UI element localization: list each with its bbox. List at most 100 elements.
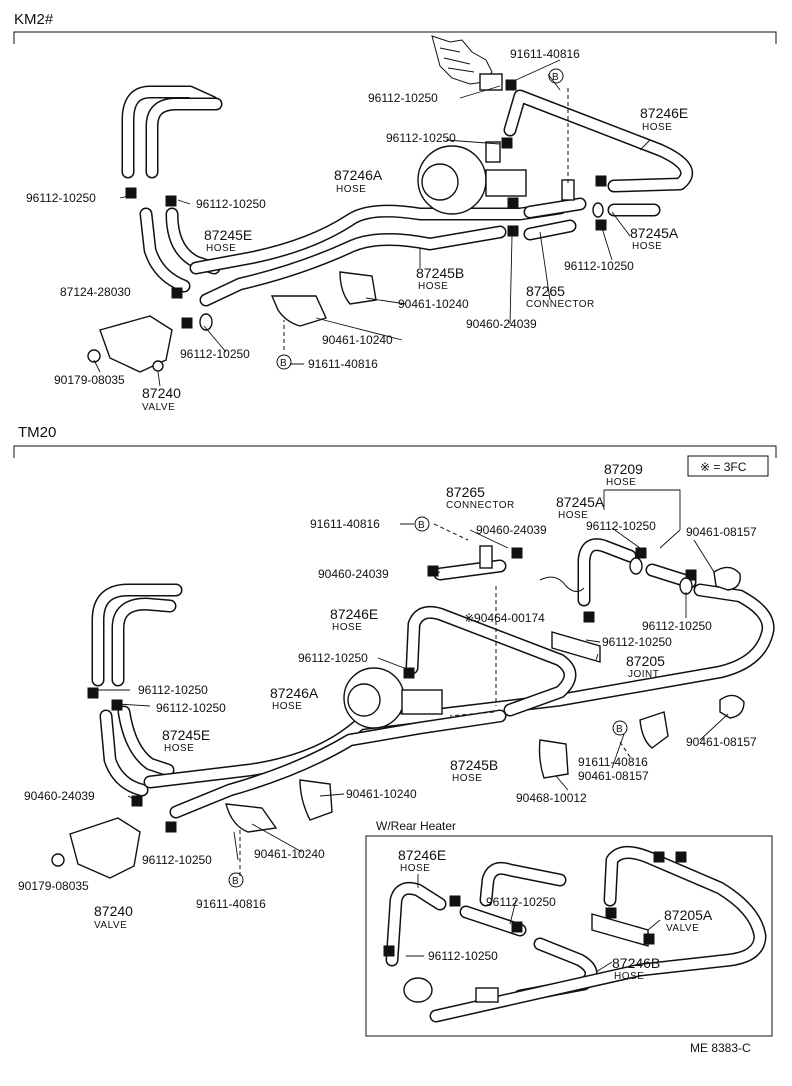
label-87246e-rear: 87246E bbox=[398, 847, 446, 863]
label-87209: 87209 bbox=[604, 461, 643, 477]
label-90464-00174: ※90464-00174 bbox=[464, 611, 545, 625]
label-96112-10250: 96112-10250 bbox=[368, 91, 438, 105]
label-90461-08157-tm20-b: 90461-08157 bbox=[686, 735, 757, 749]
bracket-90461-08157-c-icon bbox=[639, 711, 669, 749]
label-91611-40816-bottom: 91611-40816 bbox=[308, 357, 378, 371]
label-90461-10240-tm20-b: 90461-10240 bbox=[254, 847, 325, 861]
label-96112-10250-d: 96112-10250 bbox=[196, 197, 266, 211]
nut-tm20-icon bbox=[51, 853, 65, 867]
label-96112-10250-tm20-a: 96112-10250 bbox=[586, 519, 656, 533]
label-87205a: 87205A bbox=[664, 907, 713, 923]
km2-bolt-marker-top: B bbox=[548, 68, 564, 84]
tm20-drawing bbox=[51, 489, 775, 879]
label-87245b: 87245B bbox=[416, 265, 464, 281]
bracket-90461-08157-a-icon bbox=[713, 566, 741, 591]
label-87246b-rear: 87246B bbox=[612, 955, 660, 971]
valve-87205a-icon bbox=[591, 913, 649, 947]
label-87245b-sub: HOSE bbox=[418, 281, 448, 292]
wire-clip-icon bbox=[539, 576, 585, 592]
label-90461-10240-b: 90461-10240 bbox=[322, 333, 393, 347]
label-96112-10250-tm20-b: 96112-10250 bbox=[642, 619, 712, 633]
label-87246e: 87246E bbox=[640, 105, 688, 121]
label-87265-sub: CONNECTOR bbox=[526, 299, 595, 310]
document-code: ME 8383-C bbox=[690, 1041, 751, 1055]
rear-clamp-icons bbox=[383, 851, 687, 957]
valve-87240-tm20-icon bbox=[69, 817, 141, 879]
tm20-bolt-marker-c: B bbox=[228, 872, 244, 888]
label-90461-08157-tm20-a: 90461-08157 bbox=[686, 525, 757, 539]
svg-text:B: B bbox=[280, 358, 287, 369]
label-90460-24039-tm20-a: 90460-24039 bbox=[476, 523, 547, 537]
label-96112-10250-tm20-e: 96112-10250 bbox=[138, 683, 208, 697]
bracket-90461-10240-a-icon bbox=[299, 779, 333, 821]
label-96112-10250-e: 96112-10250 bbox=[564, 259, 634, 273]
nut-icon bbox=[87, 349, 101, 363]
km2-drawing bbox=[87, 35, 694, 387]
label-91611-40816-tm20-a: 91611-40816 bbox=[310, 517, 380, 531]
bracket-90461-08157-b-icon bbox=[719, 694, 745, 719]
label-87245b-tm20-sub: HOSE bbox=[452, 773, 482, 784]
label-87246a-sub: HOSE bbox=[336, 184, 366, 195]
heater-core-icon bbox=[403, 977, 433, 1003]
label-87245e-tm20: 87245E bbox=[162, 727, 210, 743]
label-87205a-sub: VALVE bbox=[666, 923, 699, 934]
label-87246b-rear-sub: HOSE bbox=[614, 971, 644, 982]
label-96112-10250-tm20-g: 96112-10250 bbox=[142, 853, 212, 867]
label-91611-40816-tm20-c: 91611-40816 bbox=[196, 897, 266, 911]
clamp-icons bbox=[125, 79, 607, 331]
label-96112-10250-c: 96112-10250 bbox=[26, 191, 96, 205]
label-87240-tm20-sub: VALVE bbox=[94, 920, 127, 931]
label-90460-24039-tm20-b: 90460-24039 bbox=[318, 567, 389, 581]
clip-90468-icon bbox=[538, 739, 569, 779]
tm20-bolt-marker-a: B bbox=[414, 516, 430, 532]
label-87124-28030: 87124-28030 bbox=[60, 285, 131, 299]
section-bracket-tm20 bbox=[13, 445, 777, 458]
rear-heater-box bbox=[365, 835, 773, 1037]
label-90179-08035: 90179-08035 bbox=[54, 373, 125, 387]
label-91611-40816-top: 91611-40816 bbox=[510, 47, 580, 61]
label-96112-10250-tm20-c: 96112-10250 bbox=[602, 635, 672, 649]
label-87246e-tm20: 87246E bbox=[330, 606, 378, 622]
section-title-tm20: TM20 bbox=[18, 424, 56, 441]
label-90460-24039: 90460-24039 bbox=[466, 317, 537, 331]
label-87245a-tm20: 87245A bbox=[556, 494, 605, 510]
label-87265: 87265 bbox=[526, 283, 565, 299]
bracket-90461-10240-b-icon bbox=[225, 803, 278, 833]
label-90468-10012: 90468-10012 bbox=[516, 791, 587, 805]
svg-text:B: B bbox=[418, 520, 425, 531]
label-87246e-tm20-sub: HOSE bbox=[332, 622, 362, 633]
km2-bolt-marker-bottom: B bbox=[276, 354, 292, 370]
label-91611-40816-tm20-b: 91611-40816 bbox=[578, 755, 648, 769]
label-87240-sub: VALVE bbox=[142, 402, 175, 413]
label-87245e: 87245E bbox=[204, 227, 252, 243]
label-87245e-tm20-sub: HOSE bbox=[164, 743, 194, 754]
svg-text:B: B bbox=[232, 876, 239, 887]
label-87209-sub: HOSE bbox=[606, 477, 636, 488]
label-87265-tm20: 87265 bbox=[446, 484, 485, 500]
label-96112-10250-b: 96112-10250 bbox=[386, 131, 456, 145]
section-title-km2: KM2# bbox=[14, 11, 54, 28]
label-90461-08157-tm20-c: 90461-08157 bbox=[578, 769, 649, 783]
fitting-icon bbox=[479, 73, 503, 91]
label-96112-10250-tm20-f: 96112-10250 bbox=[156, 701, 226, 715]
svg-text:B: B bbox=[616, 724, 623, 735]
label-87246a-tm20-sub: HOSE bbox=[272, 701, 302, 712]
label-87246e-sub: HOSE bbox=[642, 122, 672, 133]
bracket-90461-icon bbox=[270, 295, 327, 327]
label-87205-sub: JOINT bbox=[628, 669, 659, 680]
label-96112-10250-rear-a: 96112-10250 bbox=[486, 895, 556, 909]
engine-outline-icon bbox=[431, 35, 493, 85]
note-text: ※ = 3FC bbox=[700, 460, 747, 474]
label-87246a-tm20: 87246A bbox=[270, 685, 319, 701]
bracket-90461-b-icon bbox=[339, 271, 377, 305]
label-87245a-sub: HOSE bbox=[632, 241, 662, 252]
label-90179-08035-tm20: 90179-08035 bbox=[18, 879, 89, 893]
label-90461-10240-a: 90461-10240 bbox=[398, 297, 469, 311]
label-87246e-rear-sub: HOSE bbox=[400, 863, 430, 874]
label-90460-24039-tm20-c: 90460-24039 bbox=[24, 789, 95, 803]
connector-87265-tm20-icon bbox=[479, 545, 493, 569]
label-90461-10240-tm20-a: 90461-10240 bbox=[346, 787, 417, 801]
label-87240-tm20: 87240 bbox=[94, 903, 133, 919]
label-87245a: 87245A bbox=[630, 225, 679, 241]
